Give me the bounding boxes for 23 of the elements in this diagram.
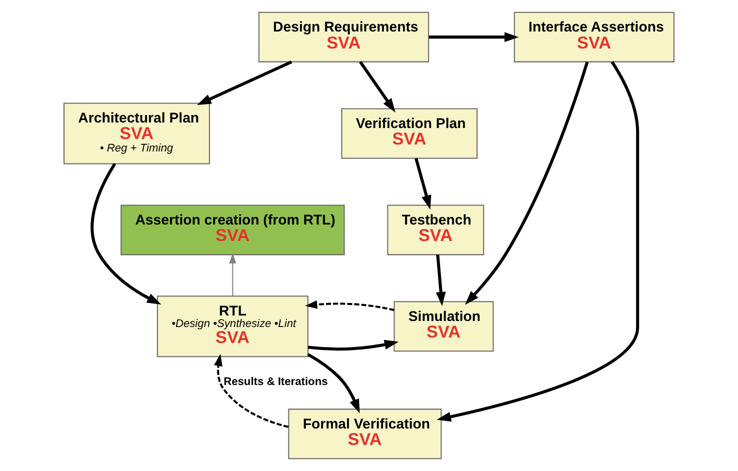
node-box: Architectural Plan SVA • Reg + Timing [64,102,210,164]
arrow [414,158,432,210]
arrow [436,61,640,422]
arrow [305,300,394,312]
arrow [464,62,589,305]
arrow [214,354,289,428]
node-box: Assertion creation (from RTL) SVA [120,204,345,256]
node-box: RTL •Design •Synthesize •Lint SVA [156,296,308,358]
node-box: Simulation SVA [394,301,494,352]
arrow [359,61,396,112]
arrow [229,253,236,296]
edge-label: Results & Iterations [224,376,328,388]
arrow [308,340,399,351]
arrow [307,353,360,414]
node-box: Testbench SVA [387,204,484,256]
arrow [197,60,292,105]
node-box: Interface Assertions SVA [514,12,674,62]
node-box: Verification Plan SVA [341,108,478,159]
arrow [436,254,446,306]
arrow [428,32,519,42]
node-box: Design Requirements SVA [258,12,430,62]
node-box: Formal Verification SVA [288,408,442,460]
arrow [90,163,162,305]
